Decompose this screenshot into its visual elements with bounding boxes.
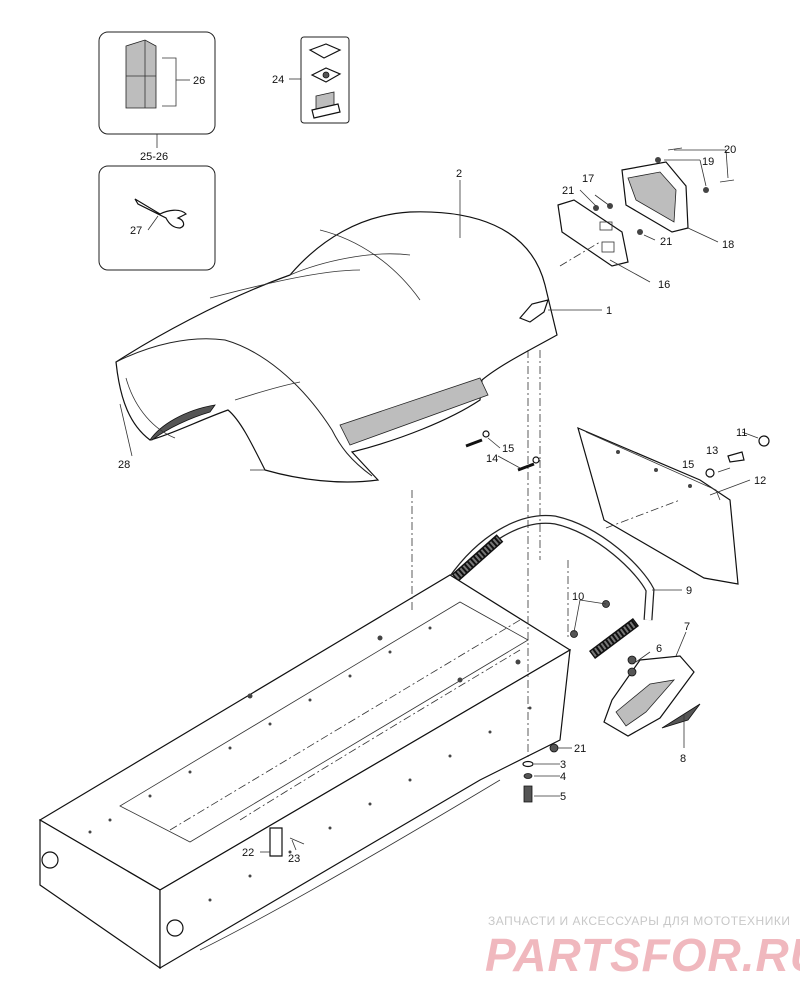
mud-flap <box>577 426 770 585</box>
leader-lines <box>119 180 759 457</box>
inset-box-wrench <box>98 165 216 271</box>
callout-23: 23 <box>288 853 300 865</box>
callout-14: 14 <box>486 453 498 465</box>
callout-2: 2 <box>456 168 462 180</box>
callout-1: 1 <box>606 305 612 317</box>
inset-box-latch <box>289 36 350 124</box>
callout-17: 17 <box>582 173 594 185</box>
callout-21-b: 21 <box>660 236 672 248</box>
callout-21-a: 21 <box>562 185 574 197</box>
callout-15-a: 15 <box>502 443 514 455</box>
inset-box-bumpers <box>98 31 216 148</box>
hardware <box>465 430 572 803</box>
callout-11: 11 <box>736 427 747 439</box>
callout-28: 28 <box>118 459 130 471</box>
callout-21-c: 21 <box>574 743 586 755</box>
callout-19: 19 <box>702 156 714 168</box>
callout-3: 3 <box>560 759 566 771</box>
callout-7: 7 <box>684 621 690 633</box>
callout-labels: 2 1 28 26 25-26 27 24 20 19 17 21 21 18 … <box>118 74 766 865</box>
seat-assembly <box>115 211 558 483</box>
callout-10: 10 <box>572 591 584 603</box>
callout-12: 12 <box>754 475 766 487</box>
callout-4: 4 <box>560 771 566 783</box>
bumper-end-cap <box>603 631 701 748</box>
callout-25-26: 25-26 <box>140 151 168 163</box>
callout-27: 27 <box>130 225 142 237</box>
callout-26: 26 <box>193 75 205 87</box>
callout-13: 13 <box>706 445 718 457</box>
callout-18: 18 <box>722 239 734 251</box>
callout-15-b: 15 <box>682 459 694 471</box>
chassis-tunnel <box>38 350 572 970</box>
callout-6: 6 <box>656 643 662 655</box>
watermark-tagline: ЗАПЧАСТИ И АКСЕССУАРЫ ДЛЯ МОТОТЕХНИКИ <box>488 914 791 928</box>
taillight-assembly <box>557 147 735 283</box>
callout-9: 9 <box>686 585 692 597</box>
callout-16: 16 <box>658 279 670 291</box>
watermark-logo: PARTSFOR.RU <box>485 929 800 981</box>
callout-8: 8 <box>680 753 686 765</box>
grab-handle <box>448 514 682 659</box>
callout-22: 22 <box>242 847 254 859</box>
callout-5: 5 <box>560 791 566 803</box>
callout-24: 24 <box>272 74 284 86</box>
callout-20: 20 <box>724 144 736 156</box>
